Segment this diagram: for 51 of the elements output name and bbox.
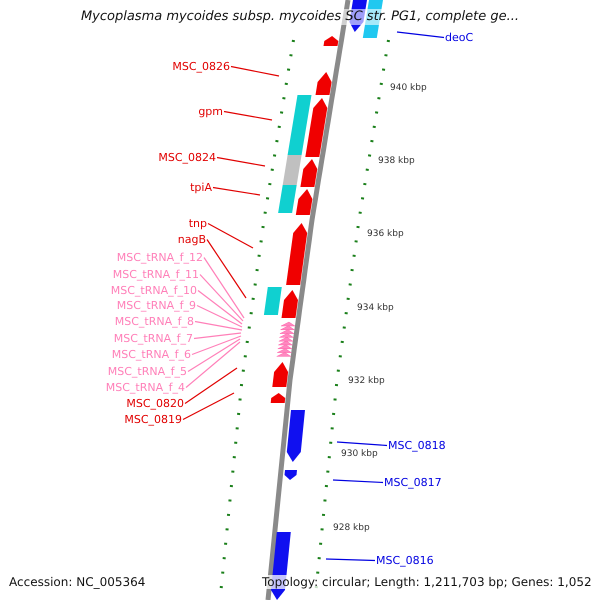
gene-label: tpiA xyxy=(190,181,212,194)
leader-line xyxy=(326,558,376,562)
gene-label: MSC_0824 xyxy=(158,151,216,164)
leader-line xyxy=(332,479,384,484)
tick-label: 940 kbp xyxy=(390,83,427,94)
gene-label: gpm xyxy=(198,105,223,118)
gene-label: MSC_0818 xyxy=(388,439,446,452)
gene-label: MSC_tRNA_f_5 xyxy=(108,365,187,378)
leader-line xyxy=(396,31,444,38)
leader-line xyxy=(200,274,244,322)
leader-line xyxy=(182,392,234,420)
leader-line xyxy=(204,257,244,318)
leader-line xyxy=(224,110,272,121)
tick-label: 938 kbp xyxy=(378,156,415,167)
leader-line xyxy=(188,338,240,372)
gene-label: MSC_0817 xyxy=(384,476,442,489)
leader-line xyxy=(336,441,388,446)
gene-label: MSC_0826 xyxy=(172,60,230,73)
leader-line xyxy=(186,342,240,388)
gene-label: MSC_0819 xyxy=(124,413,182,426)
tick-label: 928 kbp xyxy=(333,523,370,534)
tick-label: 930 kbp xyxy=(341,449,378,460)
gene-label: MSC_tRNA_f_7 xyxy=(114,332,193,345)
leader-line xyxy=(192,335,242,356)
leader-line xyxy=(198,290,242,324)
leader-line xyxy=(208,222,254,249)
tick-label: 932 kbp xyxy=(348,376,385,387)
leader-line xyxy=(194,320,242,331)
leader-line xyxy=(194,332,242,340)
gene-label: tnp xyxy=(188,217,207,230)
leader-line xyxy=(196,304,242,328)
gene-label: MSC_tRNA_f_9 xyxy=(116,299,196,312)
gene-label: deoC xyxy=(445,31,474,44)
gene-label: MSC_tRNA_f_10 xyxy=(110,284,197,297)
gene-label: MSC_tRNA_f_11 xyxy=(112,268,199,281)
tick-label: 936 kbp xyxy=(367,229,404,240)
tick-label: 934 kbp xyxy=(357,303,394,314)
gene-label: MSC_0816 xyxy=(376,554,434,567)
leader-line xyxy=(230,66,280,77)
leader-line xyxy=(216,156,266,167)
gene-label: nagB xyxy=(178,233,206,246)
gene-label: MSC_0820 xyxy=(126,397,184,410)
leader-line xyxy=(206,239,246,298)
gene-label: MSC_tRNA_f_6 xyxy=(112,348,191,361)
leader-line xyxy=(212,186,260,196)
accession-text: Accession: NC_005364 xyxy=(9,575,146,589)
genome-summary-text: Topology: circular; Length: 1,211,703 bp; Genes: 1,052 xyxy=(262,575,592,589)
leader-line xyxy=(184,368,238,404)
gene-label: MSC_tRNA_f_12 xyxy=(116,251,203,264)
gene-label: MSC_tRNA_f_8 xyxy=(114,315,194,328)
gene-label: MSC_tRNA_f_4 xyxy=(106,381,185,394)
